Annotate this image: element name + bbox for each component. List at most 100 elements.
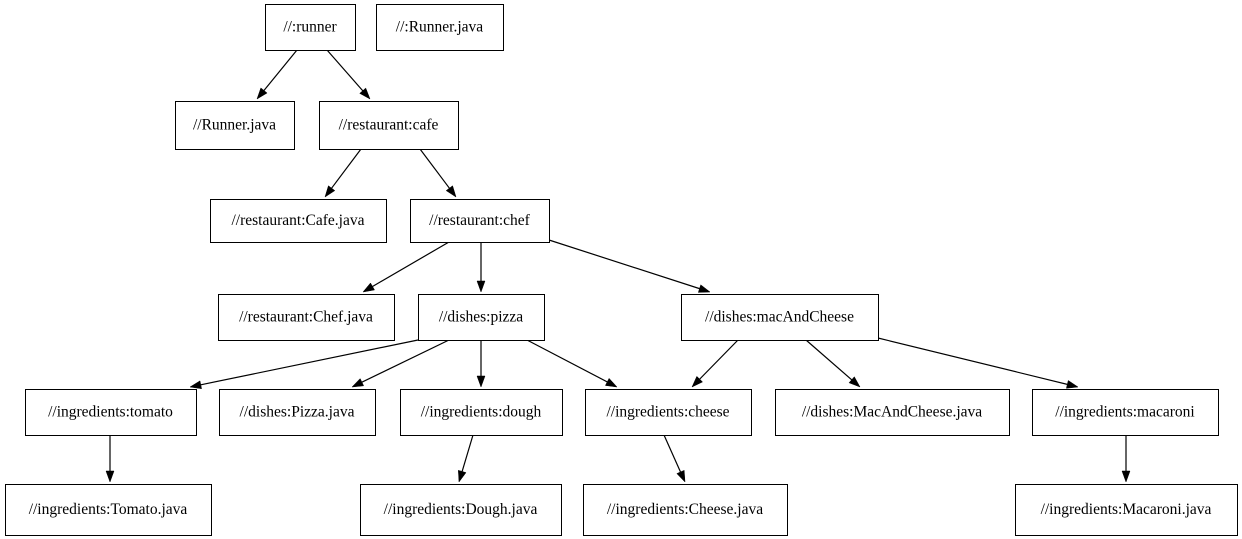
node-box (1032, 389, 1219, 436)
arrowhead-icon (1121, 470, 1131, 483)
edge-line (372, 241, 450, 287)
node-box (219, 389, 376, 436)
graph-node-runner[interactable]: //:runner (265, 4, 356, 51)
graph-edge-dishes_pizza-to-pizza_java (351, 339, 450, 388)
arrowhead-icon (848, 376, 861, 388)
node-box (681, 294, 879, 341)
node-box (175, 101, 295, 150)
arrowhead-icon (676, 469, 686, 483)
arrowhead-icon (1066, 380, 1079, 389)
graph-nodes-layer: //:runner //:Runner.java //Runner.java //re… (5, 4, 1238, 536)
node-label: //ingredients:cheese (606, 404, 729, 421)
graph-node-chef_java[interactable]: //restaurant:Chef.java (218, 294, 395, 341)
node-label: //restaurant:Cafe.java (232, 212, 365, 229)
arrowhead-icon (458, 469, 467, 483)
arrowhead-icon (256, 87, 268, 100)
graph-edge-dishes_mac-to-ing_cheese (691, 339, 739, 388)
arrowhead-icon (476, 280, 486, 293)
graph-edge-restaurant_cafe-to-restaurant_chef (419, 148, 457, 198)
graph-node-restaurant_chef[interactable]: //restaurant:chef (410, 199, 550, 243)
node-label: //:Runner.java (396, 19, 484, 36)
edge-line (461, 434, 474, 472)
graph-node-ing_macaroni[interactable]: //ingredients:macaroni (1032, 389, 1219, 436)
graph-node-cafe_java[interactable]: //restaurant:Cafe.java (210, 199, 387, 243)
graph-node-ing_tomato[interactable]: //ingredients:tomato (25, 389, 197, 436)
node-label: //ingredients:Dough.java (384, 501, 538, 518)
node-box (218, 294, 395, 341)
node-label: //ingredients:Macaroni.java (1041, 501, 1212, 518)
arrowhead-icon (476, 375, 486, 388)
node-box (376, 4, 504, 51)
graph-edge-restaurant_chef-to-dishes_pizza (476, 242, 486, 293)
node-box (418, 294, 545, 341)
node-box (319, 101, 459, 150)
graph-node-mac_java[interactable]: //dishes:MacAndCheese.java (775, 389, 1010, 436)
node-label: //:runner (283, 19, 337, 36)
node-box (400, 389, 563, 436)
graph-edge-restaurant_chef-to-chef_java (362, 241, 450, 293)
arrowhead-icon (697, 284, 711, 293)
graph-node-cheese_java[interactable]: //ingredients:Cheese.java (583, 484, 788, 536)
graph-edge-runner-to-runner_java (256, 49, 298, 100)
graph-edge-dishes_mac-to-ing_macaroni (877, 337, 1079, 389)
arrowhead-icon (605, 377, 618, 388)
node-box (583, 484, 788, 536)
edge-line (263, 49, 298, 91)
node-box (360, 484, 562, 536)
node-box (25, 389, 197, 436)
node-label: //restaurant:cafe (339, 117, 439, 134)
arrowhead-icon (362, 282, 375, 293)
node-label: //ingredients:Tomato.java (29, 501, 188, 518)
graph-edge-dishes_pizza-to-ing_cheese (526, 339, 618, 388)
edge-line (419, 148, 450, 189)
arrowhead-icon (351, 378, 365, 388)
node-box (210, 199, 387, 243)
arrowhead-icon (445, 185, 457, 198)
node-label: //dishes:Pizza.java (240, 404, 355, 421)
edge-line (699, 339, 739, 380)
graph-node-dishes_mac[interactable]: //dishes:macAndCheese (681, 294, 879, 341)
arrowhead-icon (324, 185, 336, 198)
edge-line (326, 49, 364, 92)
node-box (1015, 484, 1238, 536)
graph-node-dough_java[interactable]: //ingredients:Dough.java (360, 484, 562, 536)
arrowhead-icon (359, 87, 371, 100)
graph-node-runner_java_root[interactable]: //:Runner.java (376, 4, 504, 51)
graph-node-tomato_java[interactable]: //ingredients:Tomato.java (5, 484, 212, 536)
arrowhead-icon (105, 470, 115, 483)
node-label: //ingredients:macaroni (1055, 404, 1195, 421)
graph-node-ing_dough[interactable]: //ingredients:dough (400, 389, 563, 436)
graph-node-pizza_java[interactable]: //dishes:Pizza.java (219, 389, 376, 436)
node-box (265, 4, 356, 51)
graph-node-restaurant_cafe[interactable]: //restaurant:cafe (319, 101, 459, 150)
graph-edge-dishes_pizza-to-ing_tomato (189, 339, 419, 389)
graph-edge-ing_dough-to-dough_java (458, 434, 474, 483)
edge-line (548, 239, 700, 290)
graph-edge-dishes_mac-to-mac_java (805, 339, 861, 388)
edge-line (877, 337, 1068, 385)
graph-node-ing_cheese[interactable]: //ingredients:cheese (585, 389, 752, 436)
node-box (410, 199, 550, 243)
node-label: //Runner.java (193, 117, 276, 134)
graph-node-runner_java[interactable]: //Runner.java (175, 101, 295, 150)
node-box (5, 484, 212, 536)
graph-edge-runner-to-restaurant_cafe (326, 49, 371, 100)
graph-node-dishes_pizza[interactable]: //dishes:pizza (418, 294, 545, 341)
edge-line (526, 339, 608, 383)
node-label: //dishes:pizza (439, 309, 523, 326)
graph-node-macaroni_java[interactable]: //ingredients:Macaroni.java (1015, 484, 1238, 536)
edge-line (200, 339, 419, 386)
node-label: //ingredients:tomato (48, 404, 173, 421)
node-box (775, 389, 1010, 436)
graph-edge-restaurant_chef-to-dishes_mac (548, 239, 711, 293)
node-label: //ingredients:Cheese.java (607, 501, 763, 518)
graph-edges-layer (105, 49, 1131, 483)
arrowhead-icon (691, 375, 703, 388)
node-label: //ingredients:dough (421, 404, 542, 421)
graph-edge-restaurant_cafe-to-cafe_java (324, 148, 362, 198)
node-label: //dishes:macAndCheese (705, 309, 854, 326)
graph-edge-ing_macaroni-to-macaroni_java (1121, 435, 1131, 483)
graph-edge-dishes_pizza-to-ing_dough (476, 340, 486, 388)
